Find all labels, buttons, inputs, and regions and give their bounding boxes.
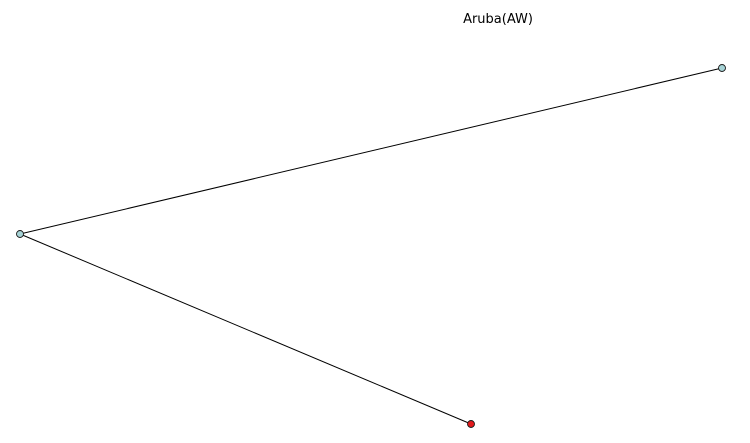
edge-layer	[19, 67, 723, 425]
graph-title: Aruba(AW)	[463, 12, 533, 27]
graph-node-c	[467, 420, 475, 428]
edge-b-to-a	[19, 67, 723, 235]
edge-b-to-c	[19, 233, 472, 425]
graph-node-a	[718, 64, 726, 72]
node-layer	[16, 64, 726, 428]
graph-node-b	[16, 230, 24, 238]
